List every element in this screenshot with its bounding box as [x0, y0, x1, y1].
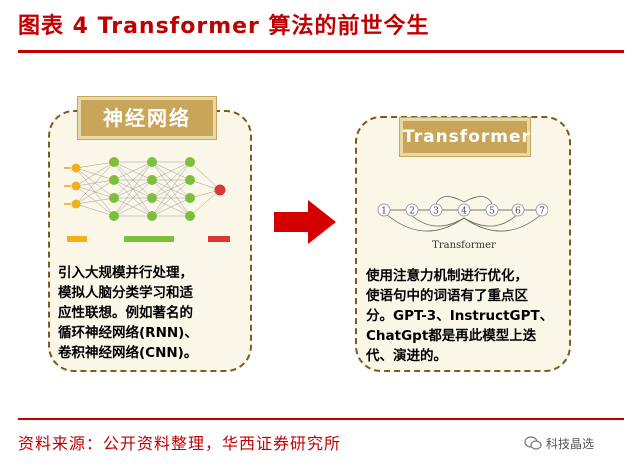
hidden-layer-nodes: [109, 157, 195, 221]
evolution-arrow: [274, 200, 336, 244]
layer-labels: [67, 236, 230, 242]
transformer-description: 使用注意力机制进行优化， 使语句中的词语有了重点区 分。GPT-3、Instru…: [366, 268, 554, 364]
transformer-card: [355, 116, 571, 372]
sequence-node-label: 4: [461, 207, 467, 217]
wechat-icon: [524, 436, 542, 450]
sequence-node-label: 5: [489, 207, 495, 217]
figure-title: 图表 4 Transformer 算法的前世今生: [18, 14, 430, 39]
sequence-node-label: 3: [433, 207, 439, 217]
sequence-node-4: [457, 203, 471, 217]
attention-arcs: [385, 196, 543, 232]
neural-network-diagram: [64, 157, 230, 242]
network-connections: [75, 161, 221, 217]
transformer-tag: Transformer: [400, 118, 530, 156]
input-arrows: [64, 167, 71, 205]
input-layer-nodes: [71, 163, 81, 209]
sequence-node-6: [511, 203, 525, 217]
sequence-node-1: [377, 203, 391, 217]
sequence-node-label: 7: [539, 207, 545, 217]
footer-rule: [18, 418, 624, 420]
sequence-node-label: 1: [381, 207, 387, 217]
source-note: 资料来源：公开资料整理，华西证券研究所: [18, 434, 342, 453]
title-rule: [18, 50, 624, 53]
sequence-node-5: [485, 203, 499, 217]
sequence-nodes: 1 2 3 4 5 6 7: [377, 203, 548, 217]
watermark: 科技晶选: [524, 432, 594, 454]
sequence-node-7: [535, 203, 548, 217]
sequence-node-3: [429, 203, 443, 217]
sequence-node-label: 6: [515, 207, 521, 217]
transformer-diagram: 1 2 3 4 5 6 7 Transformer: [377, 196, 548, 251]
sequence-label: Transformer: [432, 240, 496, 251]
watermark-text: 科技晶选: [546, 436, 595, 451]
sequence-node-2: [405, 203, 419, 217]
output-layer-node: [214, 184, 226, 196]
neural-network-description: 引入大规模并行处理， 模拟人脑分类学习和适 应性联想。例如著名的 循环神经网络(…: [58, 265, 198, 361]
sequence-node-label: 2: [409, 207, 415, 217]
neural-network-tag: 神经网络: [78, 97, 216, 139]
